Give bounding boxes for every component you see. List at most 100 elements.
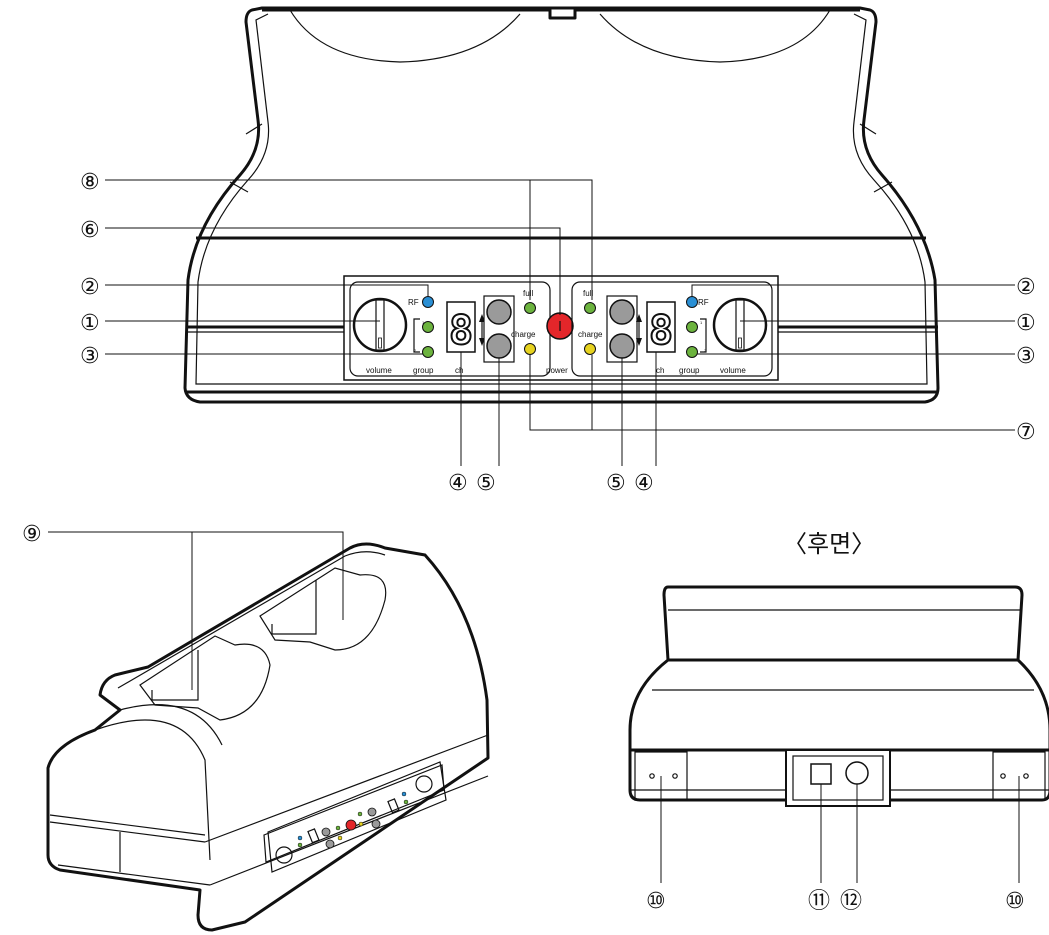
right-rf-led: [686, 296, 698, 308]
callout-11: ⑪: [808, 889, 830, 914]
right-group1-led: [686, 321, 698, 333]
callout-7: ⑦: [1016, 420, 1036, 445]
perspective-band-right-2: [209, 775, 489, 886]
perspective-led-8: [403, 799, 409, 805]
perspective-socket-left: [139, 635, 271, 721]
perspective-btn-1: [321, 827, 331, 837]
control-panel: RF 1 2 volume group 8 ch full charge pow…: [343, 275, 779, 381]
callout-6: ⑥: [80, 218, 100, 243]
right-ch-label: ch: [656, 366, 664, 375]
right-channel-digit: 8: [649, 308, 673, 354]
left-channel-down-button[interactable]: [486, 333, 512, 359]
power-label: power: [546, 366, 568, 375]
callout-2-left: ②: [80, 275, 100, 300]
left-volume-knob-grip: [375, 299, 385, 351]
right-rf-label: RF: [698, 298, 709, 307]
left-channel-up-button[interactable]: [486, 299, 512, 325]
callout-5-right: ⑤: [606, 471, 626, 496]
perspective-top-edge: [117, 551, 386, 689]
rear-power-switch[interactable]: [810, 763, 832, 785]
right-charge-led: [584, 343, 596, 355]
perspective-led-3: [335, 825, 341, 831]
front-right-notch: [859, 123, 893, 193]
left-group1-label: 1: [422, 320, 425, 325]
perspective-display-right: [387, 798, 400, 814]
right-full-led: [584, 302, 596, 314]
perspective-led-1: [297, 835, 303, 841]
perspective-left-curve: [94, 704, 223, 861]
perspective-band-right: [204, 734, 489, 843]
callout-1-left: ①: [80, 311, 100, 336]
callout-8: ⑧: [80, 170, 100, 195]
rear-callouts: ⑩ ⑩ ⑪ ⑫: [646, 776, 1025, 914]
perspective-socket-right: [259, 567, 387, 651]
perspective-band-3: [57, 864, 211, 886]
perspective-view: [46, 542, 490, 932]
callout-4-left: ④: [448, 471, 468, 496]
perspective-led-4: [337, 835, 343, 841]
rear-right-foot-screw-2: [1023, 773, 1029, 779]
right-group-bracket: [700, 318, 707, 353]
left-group2-label: 2: [414, 348, 417, 353]
perspective-led-2: [297, 842, 303, 848]
right-full-label: full: [583, 289, 593, 298]
callout-1-right: ①: [1016, 311, 1036, 336]
perspective-led-5: [357, 811, 363, 817]
perspective-led-7: [401, 791, 407, 797]
left-rf-led: [422, 296, 434, 308]
left-full-led: [524, 302, 536, 314]
left-group1-led: [422, 321, 434, 333]
perspective-panel-frame: [267, 761, 447, 873]
front-left-notch: [229, 123, 263, 193]
callout-5-left: ⑤: [476, 471, 496, 496]
front-housing-inner: [195, 13, 928, 385]
left-volume-knob-marker: [378, 337, 382, 349]
right-channel-down-button[interactable]: [609, 333, 635, 359]
callout-2-right: ②: [1016, 275, 1036, 300]
rear-view: [628, 585, 1049, 807]
left-group-bracket: [413, 318, 420, 353]
perspective-led-6: [358, 821, 364, 827]
perspective-power-button: [345, 819, 357, 831]
perspective-btn-2: [325, 839, 335, 849]
perspective-band-2: [49, 821, 206, 843]
right-volume-knob-grip: [735, 299, 745, 351]
front-callouts: ⑧ ⑥ ② ① ③ ② ① ③ ⑦ ④ ⑤ ⑤ ④: [80, 170, 1036, 496]
perspective-right-knob: [415, 775, 433, 793]
right-panel-inner: [571, 281, 773, 377]
perspective-btn-3: [367, 807, 377, 817]
callout-10-right: ⑩: [1005, 889, 1025, 914]
left-full-label: full: [523, 289, 533, 298]
rear-connector-inner: [792, 755, 884, 801]
callout-10-left: ⑩: [646, 889, 666, 914]
front-callout-leaders: [105, 179, 1015, 466]
right-group-label: group: [679, 366, 700, 375]
rear-left-foot-screw-2: [672, 773, 678, 779]
right-volume-knob-marker: [738, 337, 742, 349]
front-top-socket-right: [599, 9, 831, 63]
perspective-housing-outline: [46, 542, 490, 932]
perspective-band-1: [49, 814, 206, 836]
front-housing-outline: [183, 6, 940, 404]
perspective-display-left: [307, 828, 320, 844]
right-channel-up-button[interactable]: [609, 299, 635, 325]
right-group2-led: [686, 346, 698, 358]
front-top-rim: [262, 8, 860, 20]
right-channel-display: [646, 301, 676, 353]
perspective-socket-walls: [151, 580, 317, 701]
callout-3-left: ③: [80, 344, 100, 369]
right-volume-label: volume: [720, 366, 746, 375]
left-charge-led: [524, 343, 536, 355]
front-top-socket-left: [289, 9, 521, 63]
rear-dc-jack[interactable]: [845, 761, 869, 785]
left-ch-label: ch: [455, 366, 463, 375]
callout-4-right: ④: [634, 471, 654, 496]
left-charge-label: charge: [511, 330, 536, 339]
callout-12: ⑫: [840, 889, 862, 914]
rear-connector-block: [785, 749, 891, 807]
callout-3-right: ③: [1016, 344, 1036, 369]
perspective-btn-4: [371, 819, 381, 829]
right-group1-label: 1: [700, 320, 703, 325]
left-group-label: group: [413, 366, 434, 375]
